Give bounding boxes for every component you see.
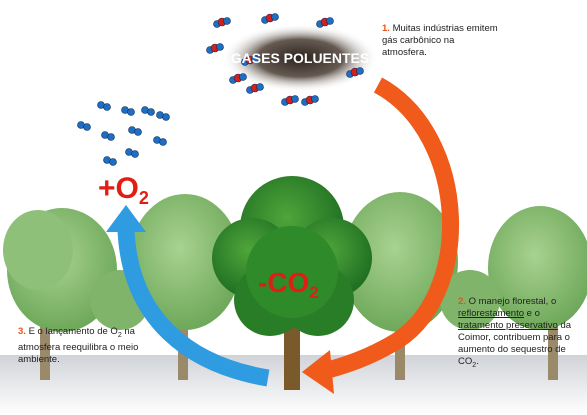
tree-trunk (284, 318, 300, 390)
o2-molecule (77, 121, 91, 131)
gases-label: GASES POLUENTES (231, 50, 369, 66)
caption-1: 1. Muitas indústrias emitem gás carbônic… (382, 23, 498, 58)
co2-molecule (213, 17, 231, 28)
co2-molecule (206, 43, 224, 54)
o2-molecules (77, 101, 170, 166)
co2-molecule (316, 17, 334, 28)
central-tree (212, 176, 372, 390)
o2-molecule (128, 126, 142, 136)
co2-molecule (261, 13, 279, 24)
co2-molecule (301, 95, 319, 106)
o2-molecule (156, 111, 170, 121)
pollution-cloud (222, 24, 378, 92)
co2-molecule (346, 67, 364, 78)
co2-molecule (281, 95, 299, 106)
o2-molecule (125, 148, 139, 158)
o2-molecule (141, 106, 155, 116)
reflorestamento-link[interactable]: reflorestamento (458, 308, 525, 319)
caption-3: 3. E o lançamento de O2 na atmosfera ree… (18, 326, 139, 365)
blue-arrow (106, 205, 270, 387)
co2-molecule (229, 73, 247, 84)
o2-molecule (121, 106, 135, 116)
o2-molecule (97, 101, 111, 111)
o2-molecule (153, 136, 167, 146)
co2-minus-label: -CO2 (258, 267, 319, 302)
o2-molecule (103, 156, 117, 166)
co2-molecule (241, 55, 259, 66)
orange-arrow (302, 77, 459, 394)
tratamento-preservativo-link[interactable]: tratamento preservativo (458, 320, 558, 331)
o2-plus-label: +O2 (98, 172, 149, 208)
caption-2: 2. O manejo florestal, o reflorestamento… (458, 296, 572, 369)
o2-molecule (101, 131, 115, 141)
co2-molecule (246, 83, 264, 94)
co2-molecules (206, 13, 364, 106)
